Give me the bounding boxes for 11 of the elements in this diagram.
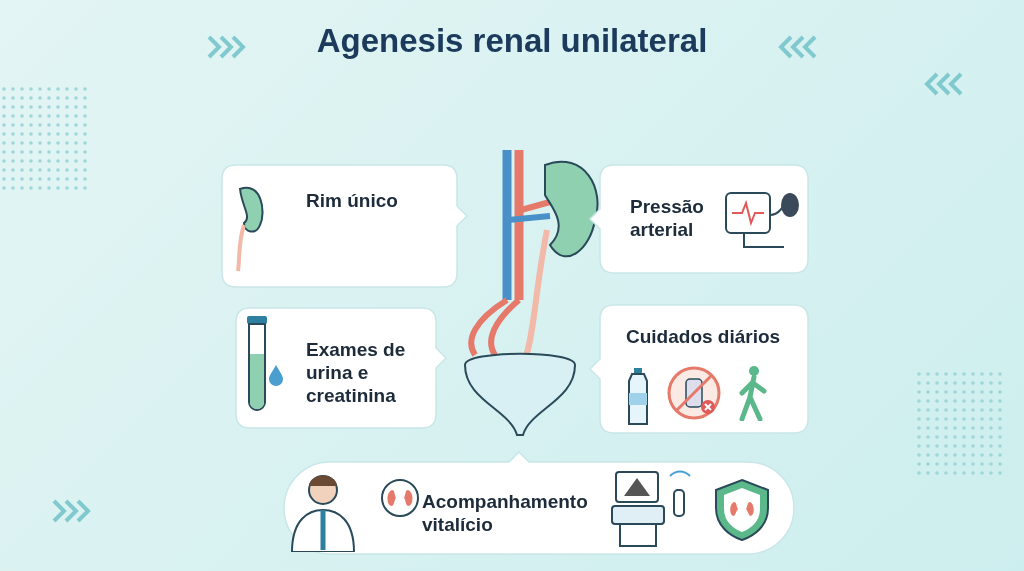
callout-text: Pressão arterial <box>630 195 705 241</box>
callout-text: Exames de urina e creatinina <box>306 338 407 407</box>
callout-bubble <box>590 165 808 273</box>
callout-bubble <box>284 452 794 554</box>
callout-text: Rim único <box>306 189 399 212</box>
callout-bubble <box>236 308 446 428</box>
callout-text: Cuidados diários <box>626 325 782 348</box>
callout-text: Acompanhamento vitalício <box>422 490 589 536</box>
title: Agenesis renal unilateral <box>315 22 709 60</box>
callout-bubble <box>222 165 467 287</box>
callout-bubble <box>590 305 808 433</box>
